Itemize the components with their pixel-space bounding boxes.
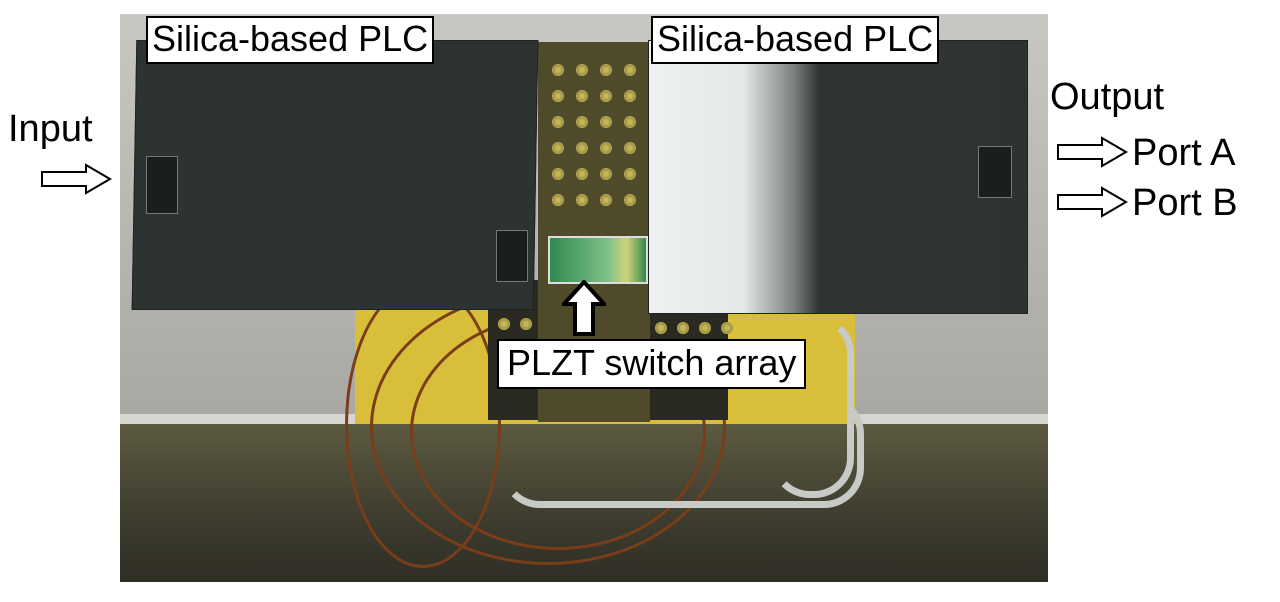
solder-pad (624, 142, 636, 154)
solder-pad (624, 90, 636, 102)
gray-cable (770, 314, 854, 498)
plc-chip-right (648, 40, 1028, 314)
solder-pad (576, 142, 588, 154)
device-photo (120, 14, 1048, 582)
solder-pad (721, 322, 733, 334)
solder-pad (655, 322, 667, 334)
gray-cable (500, 394, 864, 508)
solder-pad (624, 168, 636, 180)
solder-pad (600, 116, 612, 128)
label-input: Input (8, 108, 93, 150)
solder-pad (699, 322, 711, 334)
solder-pad (624, 64, 636, 76)
solder-pad (552, 142, 564, 154)
input-arrow-icon (41, 163, 112, 195)
solder-pad (498, 318, 510, 330)
solder-pad (600, 142, 612, 154)
label-plzt-switch-array: PLZT switch array (497, 339, 807, 389)
solder-pad (552, 90, 564, 102)
fiber-clip-input (146, 156, 178, 214)
solder-pad (576, 116, 588, 128)
solder-pad (576, 64, 588, 76)
solder-pad (600, 64, 612, 76)
fiber-clip-mid (496, 230, 528, 282)
solder-pad (600, 168, 612, 180)
solder-pad (677, 322, 689, 334)
solder-pad (552, 64, 564, 76)
port-b-arrow-icon (1057, 186, 1128, 218)
solder-pad (576, 168, 588, 180)
label-port-b: Port B (1132, 182, 1238, 224)
solder-pad (576, 194, 588, 206)
plzt-chip (548, 236, 648, 284)
up-arrow-icon (562, 280, 606, 336)
solder-pad (552, 168, 564, 180)
solder-pad (552, 116, 564, 128)
solder-pad (552, 194, 564, 206)
label-plc-right: Silica-based PLC (651, 16, 940, 64)
solder-pad (624, 194, 636, 206)
label-port-a: Port A (1132, 132, 1236, 174)
label-plc-left: Silica-based PLC (146, 16, 435, 64)
solder-pad (600, 194, 612, 206)
fiber-clip-output (978, 146, 1012, 198)
solder-pad (600, 90, 612, 102)
plc-chip-left (131, 40, 539, 310)
label-output: Output (1050, 76, 1165, 118)
solder-pad (624, 116, 636, 128)
solder-pad (520, 318, 532, 330)
port-a-arrow-icon (1057, 136, 1128, 168)
solder-pad (576, 90, 588, 102)
